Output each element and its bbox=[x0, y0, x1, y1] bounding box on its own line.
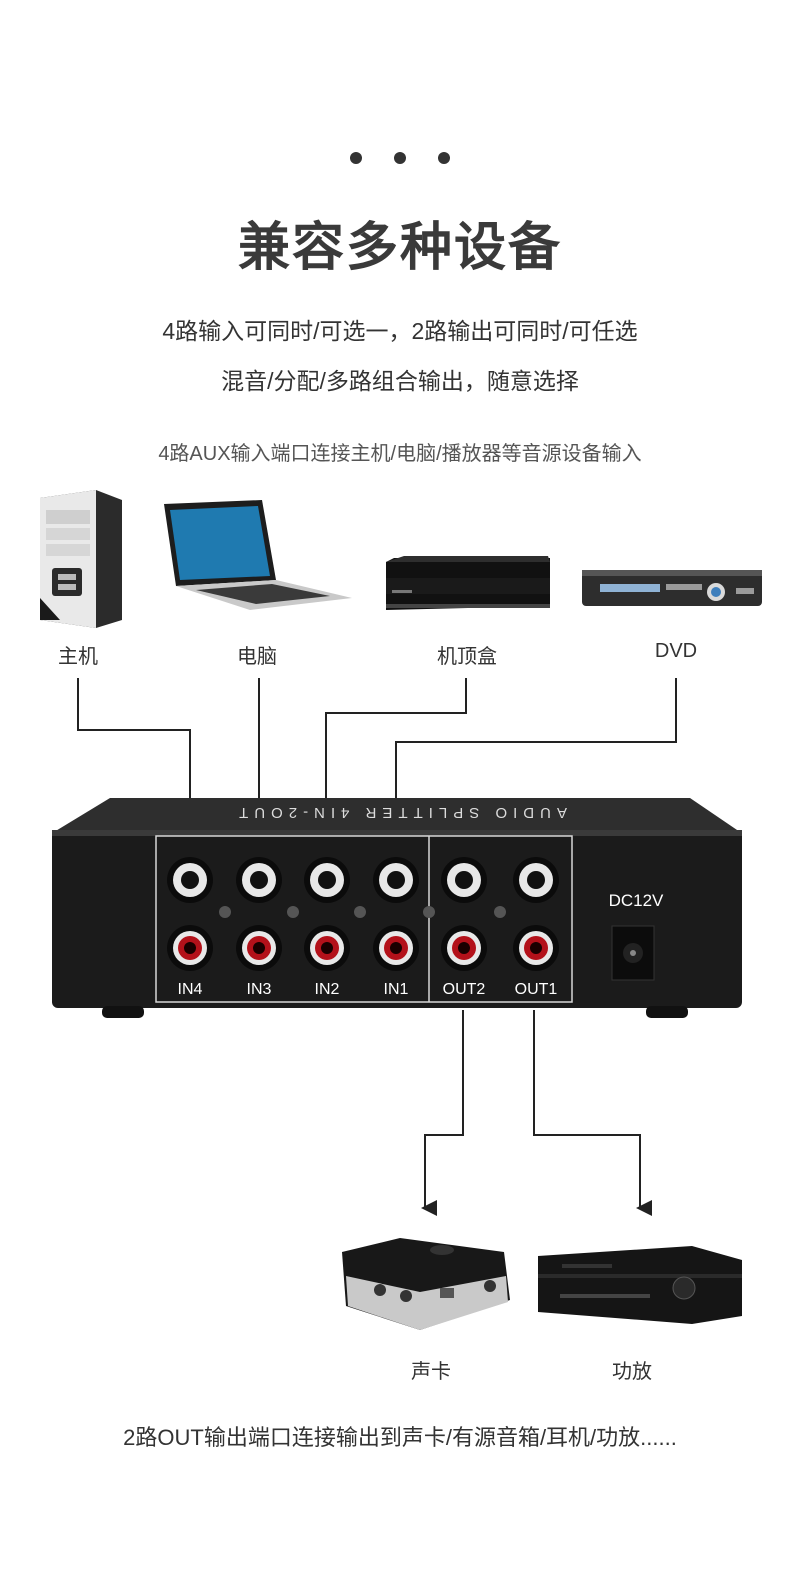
device-top-text: AUDIO SPLITTER 4IN-2OUT bbox=[233, 804, 567, 821]
port-label-in1: IN1 bbox=[383, 981, 409, 998]
rca-jack-red bbox=[304, 925, 350, 971]
rca-jack-white bbox=[441, 857, 487, 903]
decorative-dots bbox=[0, 152, 800, 164]
subtitle-line-1: 4路输入可同时/可选一，2路输出可同时/可任选 bbox=[162, 318, 638, 344]
device-front bbox=[52, 830, 742, 1008]
port-label-in4: IN4 bbox=[177, 981, 203, 998]
source-label-set-top-box: 机顶盒 bbox=[437, 646, 497, 668]
power-label: DC12V bbox=[608, 891, 664, 910]
dot-icon bbox=[438, 152, 450, 164]
line-set-top-box-to-in2 bbox=[322, 678, 467, 828]
red-jacks-row bbox=[167, 925, 559, 971]
rca-jack-white bbox=[513, 857, 559, 903]
dot-icon bbox=[350, 152, 362, 164]
line-out1-to-amplifier bbox=[533, 1010, 652, 1216]
laptop-icon bbox=[164, 500, 352, 610]
rca-jack-white bbox=[167, 857, 213, 903]
rca-jack-red bbox=[441, 925, 487, 971]
port-label-in3: IN3 bbox=[246, 981, 272, 998]
line-out2-to-sound-card bbox=[421, 1010, 464, 1216]
port-label-out1: OUT1 bbox=[514, 981, 558, 998]
audio-splitter-device bbox=[52, 798, 742, 1018]
rca-jack-white bbox=[236, 857, 282, 903]
output-label-sound-card: 声卡 bbox=[411, 1361, 451, 1383]
page-title: 兼容多种设备 bbox=[237, 219, 562, 277]
dvd-player-icon bbox=[582, 570, 762, 606]
rca-jack-red bbox=[373, 925, 419, 971]
subtitle-line-2: 混音/分配/多路组合输出，随意选择 bbox=[221, 368, 579, 394]
device-top bbox=[54, 798, 740, 832]
rca-jack-white bbox=[373, 857, 419, 903]
rca-jack-red bbox=[236, 925, 282, 971]
rca-jack-red bbox=[167, 925, 213, 971]
amplifier-icon bbox=[538, 1246, 742, 1324]
output-caption: 2路OUT输出端口连接输出到声卡/有源音箱/耳机/功放...... bbox=[123, 1425, 677, 1450]
source-label-host: 主机 bbox=[58, 646, 98, 668]
rca-jack-white bbox=[304, 857, 350, 903]
set-top-box-icon bbox=[386, 556, 550, 610]
rca-jack-red bbox=[513, 925, 559, 971]
screws bbox=[219, 906, 506, 918]
output-label-amplifier: 功放 bbox=[612, 1361, 652, 1383]
white-jacks-row bbox=[167, 857, 559, 903]
input-connector-lines bbox=[77, 678, 677, 828]
output-devices bbox=[342, 1238, 742, 1330]
port-label-in2: IN2 bbox=[314, 981, 340, 998]
line-dvd-to-in1 bbox=[392, 678, 677, 828]
output-connector-lines bbox=[421, 1010, 652, 1216]
dot-icon bbox=[394, 152, 406, 164]
sound-card-icon bbox=[342, 1238, 510, 1330]
desktop-tower-icon bbox=[40, 490, 122, 628]
port-label-out2: OUT2 bbox=[442, 981, 486, 998]
dc-power-jack-icon bbox=[611, 925, 655, 981]
line-host-to-in4 bbox=[77, 678, 202, 828]
input-caption: 4路AUX输入端口连接主机/电脑/播放器等音源设备输入 bbox=[158, 443, 642, 465]
source-label-computer: 电脑 bbox=[237, 646, 277, 668]
source-label-dvd: DVD bbox=[654, 640, 698, 662]
source-devices bbox=[40, 490, 762, 628]
